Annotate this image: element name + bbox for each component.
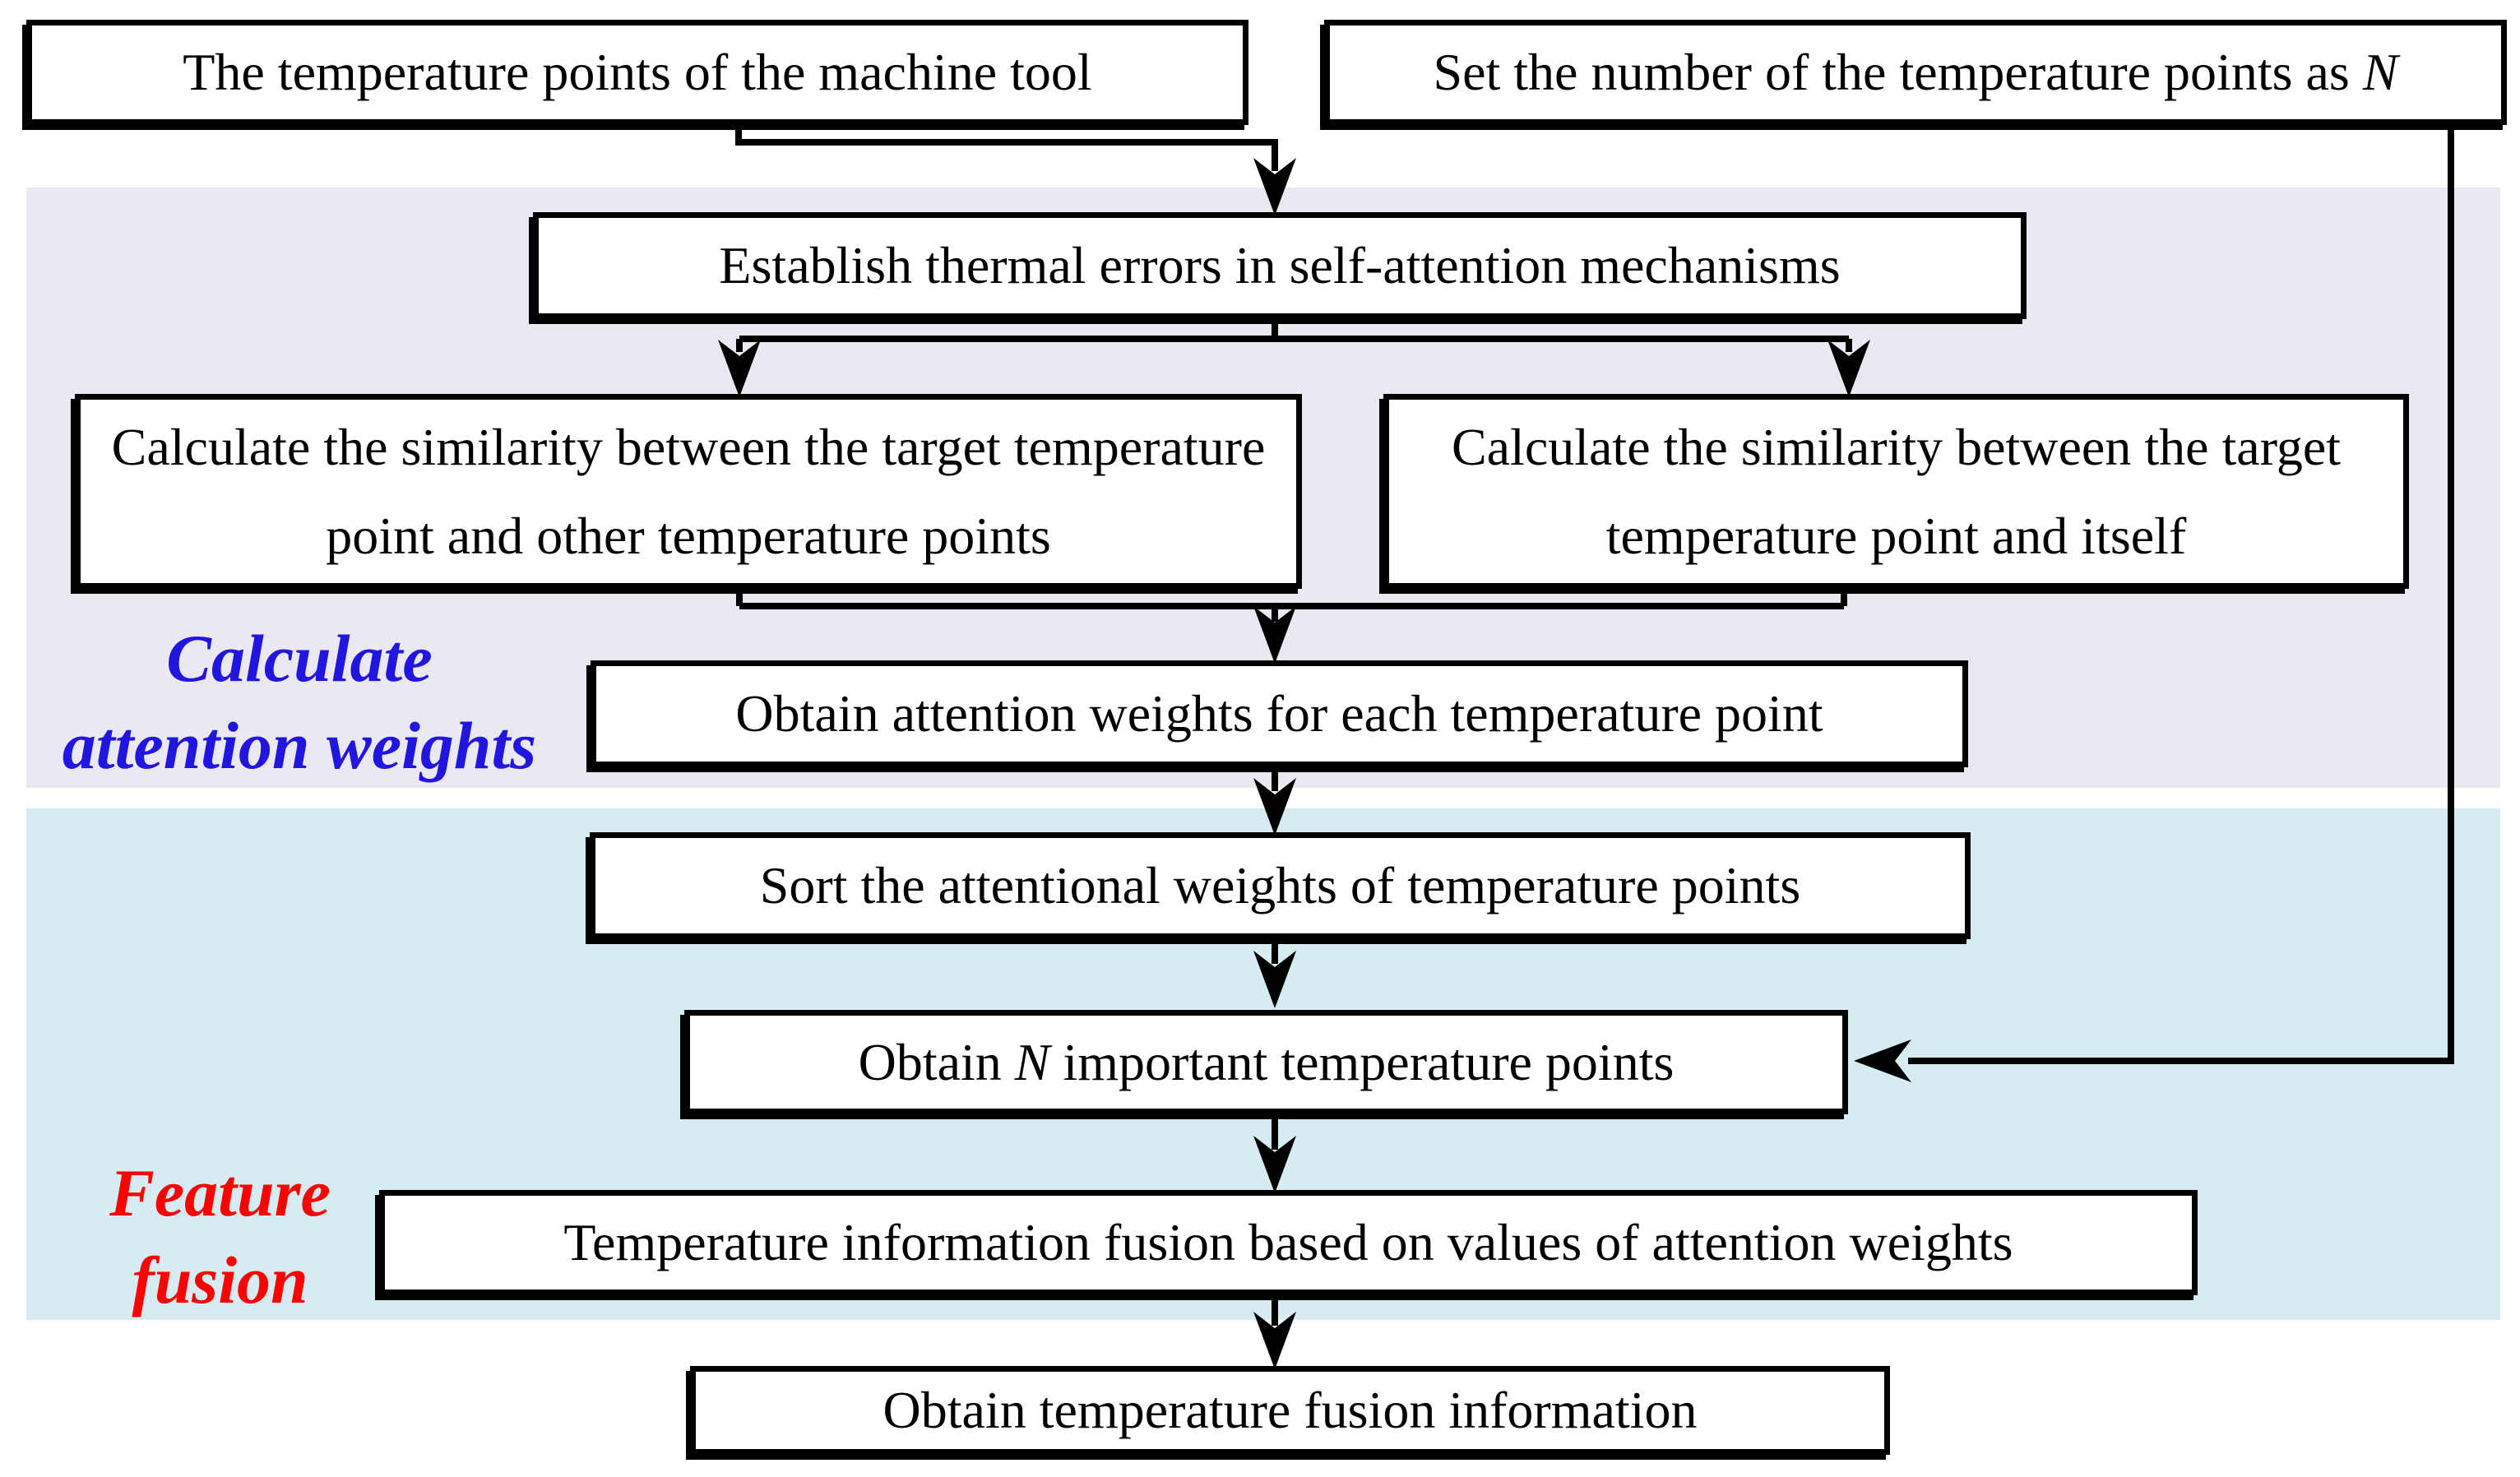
node-obtain-attention-weights-label: Obtain attention weights for each temper… <box>735 684 1823 743</box>
node-similarity-itself-label: Calculate the similarity between the tar… <box>1451 417 2342 565</box>
node-obtain-fusion-info: Obtain temperature fusion information <box>690 1366 1890 1455</box>
connector-temp-points-to-establish <box>735 123 1278 171</box>
node-set-number: Set the number of the temperature points… <box>1324 20 2507 125</box>
node-sort-weights-label: Sort the attentional weights of temperat… <box>759 856 1801 915</box>
node-set-number-label: Set the number of the temperature points… <box>1433 43 2398 102</box>
section-label-calculate-attention-weights: Calculate attention weights <box>23 615 576 789</box>
arrowhead-into-sim-itself <box>1827 340 1870 397</box>
section-label-feature-fusion: Feature fusion <box>78 1150 362 1324</box>
arrowhead-into-fusion <box>1253 1136 1296 1193</box>
node-temperature-fusion-label: Temperature information fusion based on … <box>563 1213 2013 1272</box>
connector-set-number-to-obtain-n <box>1908 123 2454 1064</box>
node-similarity-others-label: Calculate the similarity between the tar… <box>111 417 1266 565</box>
arrowhead-into-sort <box>1253 778 1296 836</box>
section-label-line: attention weights <box>62 708 537 783</box>
node-obtain-n-points: Obtain N important temperature points <box>684 1010 1848 1114</box>
section-label-line: Calculate <box>166 621 433 696</box>
connector-similarity-merge <box>736 587 1847 622</box>
arrowhead-into-sim-other <box>718 340 761 397</box>
connector-establish-split <box>736 317 1852 352</box>
section-label-line: Feature <box>109 1155 331 1230</box>
arrowhead-into-output <box>1253 1312 1296 1369</box>
section-label-line: fusion <box>132 1243 308 1317</box>
node-establish-thermal-errors: Establish thermal errors in self-attenti… <box>533 212 2027 319</box>
node-obtain-attention-weights: Obtain attention weights for each temper… <box>591 660 1968 767</box>
node-obtain-n-points-label: Obtain N important temperature points <box>858 1032 1675 1091</box>
arrowhead-into-obtain-n <box>1854 1039 1911 1082</box>
node-similarity-itself: Calculate the similarity between the tar… <box>1383 394 2409 589</box>
node-temperature-fusion: Temperature information fusion based on … <box>379 1190 2198 1295</box>
arrowhead-into-establish <box>1253 158 1296 215</box>
node-similarity-others: Calculate the similarity between the tar… <box>75 394 1302 589</box>
arrowhead-into-obtain-n-top <box>1253 951 1296 1008</box>
arrowhead-into-obtain-weights <box>1253 606 1296 664</box>
node-sort-weights: Sort the attentional weights of temperat… <box>590 832 1971 939</box>
node-temp-points-label: The temperature points of the machine to… <box>183 43 1092 102</box>
node-temp-points: The temperature points of the machine to… <box>26 20 1248 125</box>
node-establish-label: Establish thermal errors in self-attenti… <box>719 236 1841 295</box>
node-obtain-fusion-info-label: Obtain temperature fusion information <box>882 1381 1698 1440</box>
